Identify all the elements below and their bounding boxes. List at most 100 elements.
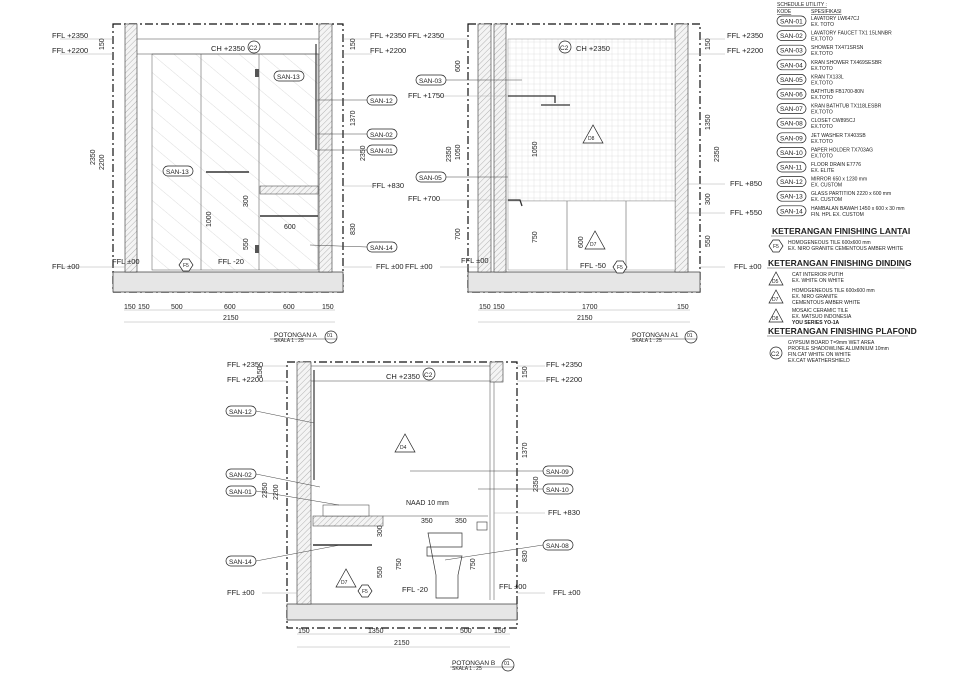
code-pill [776, 176, 807, 187]
mosaic-tile-wall [507, 38, 676, 202]
brand: EX.TOTO [811, 51, 833, 57]
svg-text:550: 550 [243, 238, 250, 250]
svg-text:1700: 1700 [582, 304, 598, 311]
svg-text:EX. NIRO GRANITE CEMENTOUS AMB: EX. NIRO GRANITE CEMENTOUS AMBER WHITE [788, 246, 904, 252]
svg-text:EX. MATSUO INDONESIA: EX. MATSUO INDONESIA [792, 314, 852, 320]
svg-text:2200: 2200 [99, 154, 106, 170]
svg-text:FFL +2350: FFL +2350 [227, 360, 263, 369]
svg-text:1000: 1000 [206, 211, 213, 227]
svg-text:POTONGAN B: POTONGAN B [452, 660, 495, 667]
svg-text:FFL +550: FFL +550 [730, 208, 762, 217]
ceiling-finish-tag: C2 [422, 367, 436, 381]
level-label: FFL ±00 [376, 262, 404, 271]
tag-san-02[interactable]: SAN-02 [317, 128, 398, 140]
ceiling-height: CH +2350 [211, 44, 245, 53]
svg-text:D5: D5 [772, 279, 779, 285]
svg-text:1370: 1370 [522, 442, 529, 458]
svg-text:2350: 2350 [533, 476, 540, 492]
tag-san-01[interactable]: SAN-01 [317, 144, 398, 156]
spec: CLOSET CW895CJ [811, 118, 856, 124]
code-pill [776, 190, 807, 202]
legend-ceiling: KETERANGAN FINISHING PLAFOND C2 GYPSUM B… [767, 326, 917, 364]
svg-text:2350: 2350 [90, 149, 97, 165]
tag-san-12[interactable]: SAN-12 [317, 94, 398, 106]
spec: MIRROR 650 x 1230 mm [811, 177, 867, 183]
svg-text:MOSAIC CERAMIC TILE: MOSAIC CERAMIC TILE [792, 308, 849, 314]
svg-text:150: 150 [677, 304, 689, 311]
svg-text:500: 500 [171, 304, 183, 311]
code: SAN-03 [780, 48, 803, 55]
tag-san-09[interactable]: SAN-09 [410, 465, 574, 477]
level-label: FFL +2350 [370, 31, 406, 40]
svg-text:FFL ±00: FFL ±00 [734, 262, 762, 271]
tag-san-14[interactable]: SAN-14 [225, 544, 341, 567]
svg-text:01: 01 [687, 333, 693, 339]
code: SAN-07 [780, 106, 803, 113]
code-pill [776, 88, 807, 100]
svg-text:700: 700 [455, 228, 462, 240]
code-pill [776, 44, 807, 56]
svg-text:SAN-14: SAN-14 [370, 245, 393, 252]
tag-san-12[interactable]: SAN-12 [225, 405, 315, 424]
svg-text:EX.CAT WEATHERSHIELD: EX.CAT WEATHERSHIELD [788, 358, 850, 364]
svg-text:150: 150 [479, 304, 491, 311]
svg-text:600: 600 [578, 236, 585, 248]
svg-text:150: 150 [493, 304, 505, 311]
brand: FIN. HPL EX. CUSTOM [811, 212, 864, 218]
tag-san-13[interactable]: SAN-13 [273, 70, 305, 82]
svg-text:SAN-14: SAN-14 [229, 559, 252, 566]
code: SAN-11 [780, 165, 803, 172]
code: SAN-14 [780, 208, 803, 215]
svg-text:D4: D4 [400, 445, 407, 451]
svg-text:CH +2350: CH +2350 [386, 372, 420, 381]
tag-san-13[interactable]: SAN-13 [162, 165, 194, 177]
brand: EX. TOTO [811, 22, 834, 28]
svg-text:830: 830 [350, 223, 357, 235]
floor-slab [112, 271, 344, 293]
tag-san-05[interactable]: SAN-05 [415, 171, 508, 183]
svg-text:150: 150 [522, 366, 529, 378]
svg-text:FFL +2200: FFL +2200 [227, 375, 263, 384]
svg-text:SAN-12: SAN-12 [370, 98, 393, 105]
tag-san-10[interactable]: SAN-10 [478, 483, 574, 495]
code-pill [776, 74, 807, 85]
floor-finish-tag: F5 [612, 260, 628, 274]
svg-text:750: 750 [532, 231, 539, 243]
tag-san-03[interactable]: SAN-03 [415, 74, 522, 86]
tag-san-01[interactable]: SAN-01 [225, 485, 340, 506]
svg-text:SAN-10: SAN-10 [546, 487, 569, 494]
tag-san-08[interactable]: SAN-08 [444, 539, 574, 561]
svg-text:FFL +700: FFL +700 [408, 194, 440, 203]
svg-text:SAN-01: SAN-01 [370, 148, 393, 155]
svg-text:550: 550 [377, 566, 384, 578]
svg-text:C2: C2 [771, 351, 780, 358]
code: SAN-10 [780, 150, 803, 157]
svg-text:SKALA 1 : 25: SKALA 1 : 25 [452, 666, 482, 672]
tag-san-14[interactable]: SAN-14 [309, 241, 398, 253]
svg-text:FFL +830: FFL +830 [548, 508, 580, 517]
schedule-utility: SCHEDULE UTILITY : KODE SPESIFIKASI SAN-… [776, 2, 905, 218]
svg-text:FFL +1750: FFL +1750 [408, 91, 444, 100]
tag-san-02[interactable]: SAN-02 [225, 468, 321, 488]
shower-head [508, 95, 570, 106]
brand: EX. ELITE [811, 168, 835, 174]
svg-text:C2: C2 [424, 372, 433, 379]
code-pill [776, 161, 807, 173]
svg-text:830: 830 [522, 550, 529, 562]
code-pill [776, 205, 807, 217]
svg-text:F5: F5 [362, 589, 368, 595]
section-a-title: POTONGAN A SKALA 1 : 25 01 [270, 330, 338, 344]
left-wall [124, 23, 138, 273]
spec: JET WASHER TX403SB [811, 133, 866, 139]
svg-text:2150: 2150 [577, 315, 593, 322]
svg-text:SAN-09: SAN-09 [546, 469, 569, 476]
vanity-top [312, 515, 384, 527]
brand: EX. CUSTOM [811, 197, 842, 203]
